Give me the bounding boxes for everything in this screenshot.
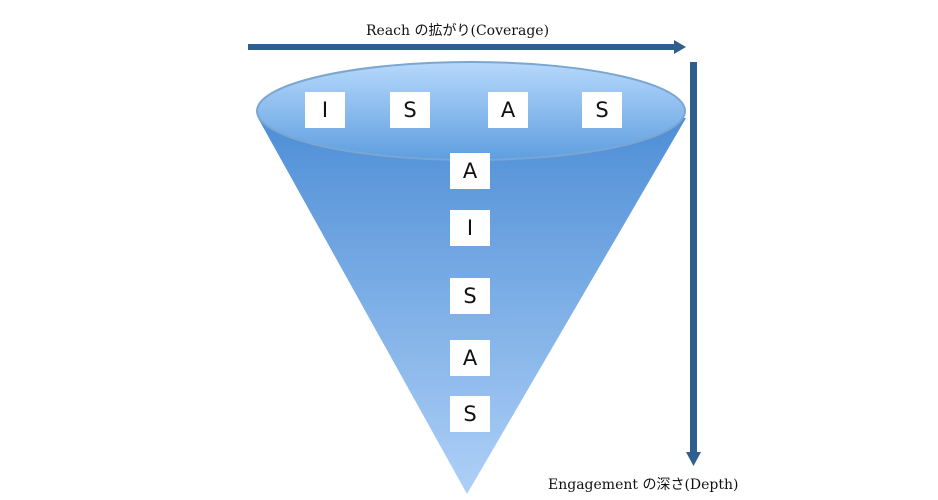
column-box-1: A (450, 153, 490, 189)
engagement-depth-label: Engagement の深さ(Depth) (548, 477, 739, 493)
top-box-1: I (305, 92, 345, 128)
top-box-3: A (488, 92, 528, 128)
column-box-3: S (450, 278, 490, 314)
vertical-arrow (686, 62, 701, 466)
reach-coverage-label: Reach の拡がり(Coverage) (366, 23, 550, 39)
top-box-4: S (582, 92, 622, 128)
top-box-2: S (390, 92, 430, 128)
column-box-2: I (450, 210, 490, 246)
horizontal-arrow (248, 40, 686, 54)
column-box-5: S (450, 396, 490, 432)
column-box-4: A (450, 340, 490, 376)
